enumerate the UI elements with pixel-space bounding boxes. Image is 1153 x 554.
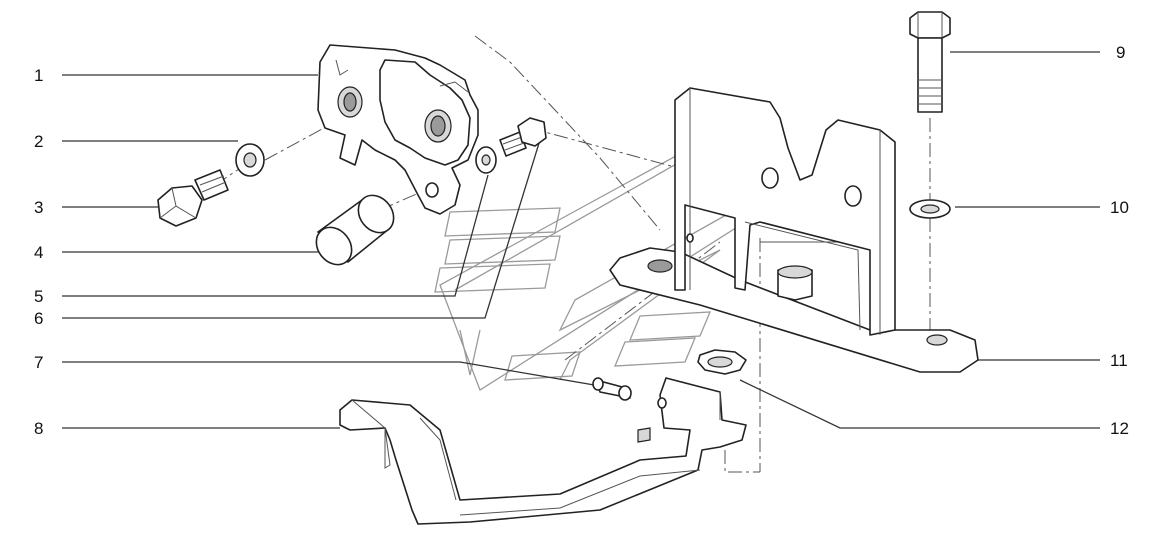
bushing-4 [315,194,395,266]
washer-10 [909,199,951,219]
callout-label-7: 7 [34,353,43,372]
callout-label-1: 1 [34,66,43,85]
circlip-12 [697,349,747,375]
callout-label-11: 11 [1110,351,1128,370]
hex-bolt-3 [157,169,229,227]
callout-labels: 1 2 3 4 5 6 7 8 9 10 11 12 [34,43,1129,438]
hex-bolt-9 [909,11,951,113]
callout-label-9: 9 [1116,43,1125,62]
callout-label-8: 8 [34,419,43,438]
callout-label-4: 4 [34,243,43,262]
washer-2 [235,143,265,177]
callout-label-3: 3 [34,198,43,217]
callout-label-10: 10 [1110,198,1129,217]
callout-label-2: 2 [34,132,43,151]
callout-label-12: 12 [1110,419,1129,438]
bracket-11 [609,87,979,373]
pedal-lever-8 [339,377,747,525]
latch-plate [317,44,479,215]
callout-label-6: 6 [34,309,43,328]
hex-bolt-6 [499,117,547,157]
callout-label-5: 5 [34,287,43,306]
pin-7 [592,377,632,401]
leader-lines [62,51,1100,429]
washer-5 [475,146,497,174]
